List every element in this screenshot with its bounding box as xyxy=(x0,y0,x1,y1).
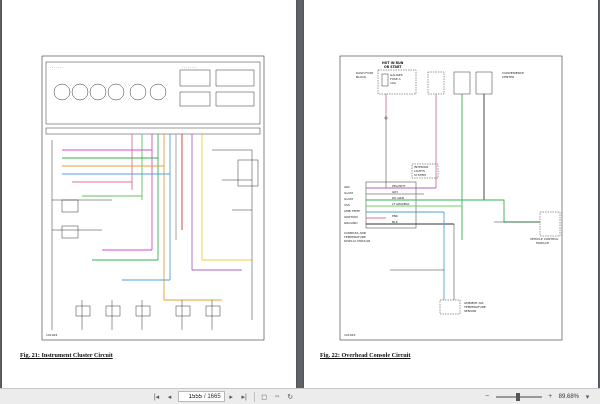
pin-ground: GROUND xyxy=(344,221,358,225)
display-module-label: DISPLAY MODULE xyxy=(344,239,370,243)
svg-text:101922: 101922 xyxy=(46,333,58,337)
wire-pnk: PNK xyxy=(392,214,399,218)
next-page-button[interactable]: ▸ xyxy=(229,393,233,401)
figure-caption-left: Fig. 21: Instrument Cluster Circuit xyxy=(20,352,113,359)
pin-amb-temp: AMB TEMP xyxy=(344,209,360,213)
svg-text:- - - - - - -: - - - - - - - xyxy=(50,65,63,69)
wire-dk-grn: DK GRN xyxy=(392,196,404,200)
wire-gry: GRY xyxy=(392,190,398,194)
zoom-dropdown-icon[interactable]: ▾ xyxy=(585,393,590,401)
vehicle-control-label: VEHICLE CONTROL xyxy=(530,237,559,241)
sync-icon[interactable]: ↻ xyxy=(287,393,294,401)
figure-caption-right: Fig. 22: Overhead Console Circuit xyxy=(320,352,411,359)
pin-ign: IGN xyxy=(344,185,349,189)
zoom-in-button[interactable]: + xyxy=(548,393,553,400)
dash-fuse-label: DASH FUSE xyxy=(356,71,373,75)
zoom-out-button[interactable]: − xyxy=(485,393,490,400)
system-label: SYSTEM xyxy=(414,173,426,177)
last-page-button[interactable]: ▸| xyxy=(241,393,247,401)
pin-vss: VSS xyxy=(344,203,350,207)
pin-illum: ILLUM xyxy=(344,191,353,195)
hot-in-run-label: HOT IN RUN xyxy=(382,61,404,65)
amp-label: 10A xyxy=(390,81,397,85)
first-page-button[interactable]: |◂ xyxy=(153,393,160,401)
zoom-slider-handle[interactable] xyxy=(515,392,520,401)
previous-page-button[interactable]: ◂ xyxy=(167,393,172,401)
fit-page-icon[interactable]: ◻ xyxy=(261,393,268,401)
pdf-viewer-toolbar: |◂ ◂ / 1665 ▸ ▸| ◻ ⇔ ↻ − + 89.68% ▾ xyxy=(0,388,600,404)
gauges-fuse-label: GAUGES xyxy=(390,73,403,77)
pin-ignition: IGNITION xyxy=(344,215,358,219)
ambient-air-label: AMBIENT AIR xyxy=(464,301,484,305)
wire-lt-grn-blk: LT GRN/BLK xyxy=(392,202,410,206)
overhead-console-wiring-diagram: HOT IN RUN OR START DASH FUSE BLOCK GAUG… xyxy=(339,55,563,341)
wire-ppl-wht: PPL/WHT xyxy=(392,184,406,188)
wire-blk: BLK xyxy=(392,220,399,224)
fuse-a-label: FUSE A xyxy=(390,77,402,81)
or-start-label: OR START xyxy=(384,65,402,69)
temperature-label: TEMPERATURE xyxy=(343,235,366,239)
svg-text:- - - - - - - -: - - - - - - - - xyxy=(182,65,197,69)
module-label: MODULE xyxy=(536,241,549,245)
pin-illum-2: ILLUM xyxy=(344,197,353,201)
zoom-level: 89.68% xyxy=(558,393,579,400)
lights-label: LIGHTS xyxy=(414,169,425,173)
page-number-box: / 1665 xyxy=(178,391,225,402)
fit-width-icon[interactable]: ⇔ xyxy=(273,393,281,400)
document-page-left: - - - - - - -- - - - - - - - xyxy=(2,0,296,388)
interior-lights-label: INTERIOR xyxy=(414,165,428,169)
total-pages-label: / 1665 xyxy=(204,393,221,400)
temperature-sensor-label: TEMPERATURE xyxy=(463,305,486,309)
block-label: BLOCK xyxy=(356,75,367,79)
zoom-slider[interactable] xyxy=(495,392,542,401)
center-label: CENTER xyxy=(502,75,514,79)
document-page-right: HOT IN RUN OR START DASH FUSE BLOCK GAUG… xyxy=(304,0,598,388)
ref-code: 101923 xyxy=(344,333,356,337)
page-number-input[interactable] xyxy=(182,393,202,400)
convenience-center-label: CONVENIENCE xyxy=(502,71,524,75)
sensor-label: SENSOR xyxy=(464,309,476,313)
compass-module-label: COMPASS AND xyxy=(344,231,367,235)
instrument-cluster-wiring-diagram: - - - - - - -- - - - - - - - xyxy=(41,55,265,341)
